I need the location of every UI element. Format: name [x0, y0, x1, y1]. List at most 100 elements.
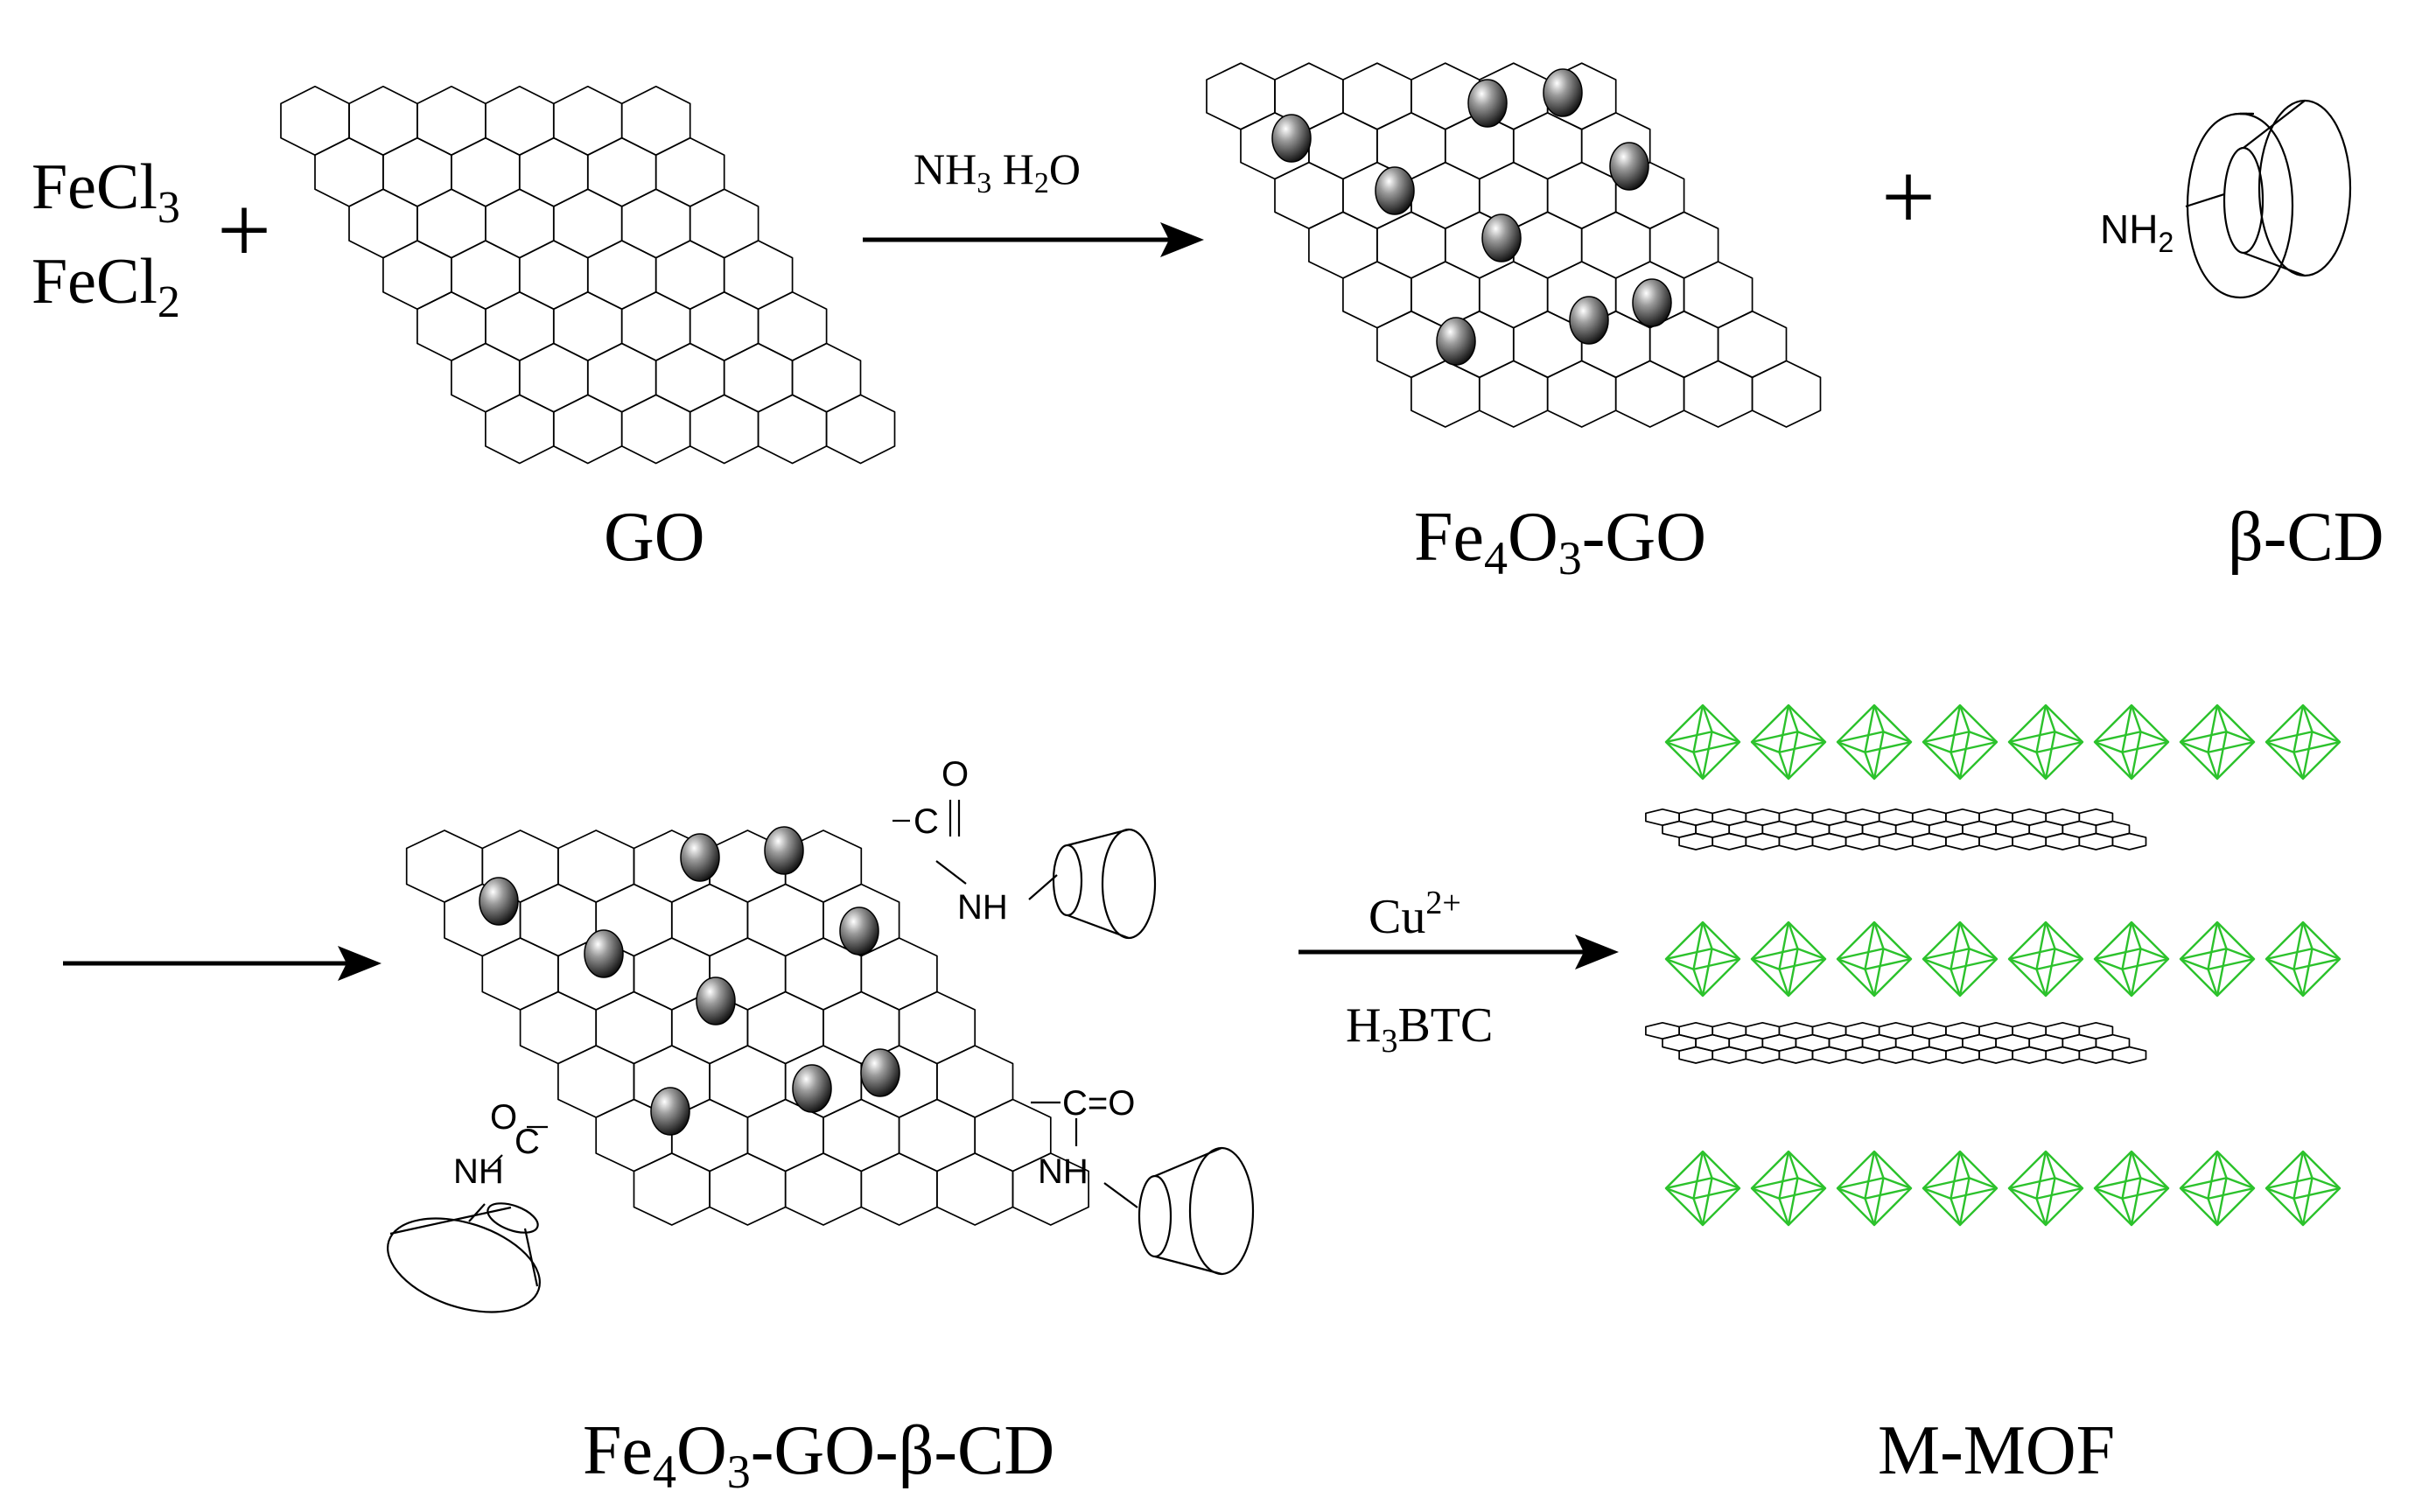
- fe-nanoparticle: [696, 976, 736, 1026]
- lattice-hexagon: [586, 136, 657, 207]
- amide-nh-3: NH: [1038, 1152, 1088, 1191]
- fe-nanoparticle: [584, 929, 624, 978]
- fe-nanoparticle: [1543, 68, 1583, 117]
- cu-btc-octahedron: [2007, 1150, 2084, 1227]
- lattice-hexagon: [1911, 1046, 1947, 1064]
- lattice-hexagon: [1745, 832, 1781, 850]
- fe-nanoparticle: [1436, 317, 1476, 366]
- cu-btc-octahedron: [1750, 704, 1827, 780]
- lattice-hexagon: [405, 830, 484, 903]
- lattice-hexagon: [552, 85, 623, 157]
- lattice-hexagon: [723, 342, 794, 413]
- lattice-hexagon: [451, 342, 521, 413]
- fecl2-label: FeCl2: [32, 246, 180, 327]
- lattice-hexagon: [1410, 261, 1480, 329]
- cd-group-bottom-right: [1031, 1101, 1255, 1276]
- lattice-hexagon: [1206, 62, 1276, 130]
- plus-sign-2: +: [1881, 144, 1936, 250]
- lattice-hexagon: [860, 1152, 938, 1226]
- lattice-hexagon: [1778, 832, 1814, 850]
- amide-nh-1: NH: [957, 888, 1008, 927]
- mof-octahedra-row-1: [1664, 704, 2342, 780]
- lattice-hexagon: [620, 85, 691, 157]
- lattice-hexagon: [1342, 62, 1412, 130]
- fe-go-label: Fe4O3-GO: [1414, 499, 1706, 584]
- lattice-hexagon: [936, 1152, 1014, 1226]
- cd-group-bottom-left: [387, 1125, 548, 1313]
- beta-cd-molecule: [2185, 99, 2352, 299]
- cu-btc-octahedron: [1664, 920, 1741, 998]
- lattice-hexagon: [485, 188, 555, 259]
- lattice-hexagon: [898, 990, 976, 1065]
- lattice-hexagon: [633, 1152, 710, 1226]
- cu-btc-octahedron: [2007, 920, 2084, 998]
- lattice-hexagon: [485, 290, 555, 361]
- lattice-hexagon: [557, 1045, 635, 1118]
- lattice-hexagon: [898, 1098, 976, 1172]
- lattice-hexagon: [519, 883, 598, 957]
- cu-btc-octahedron: [2179, 1150, 2256, 1227]
- lattice-hexagon: [595, 990, 673, 1065]
- cu-btc-octahedron: [1836, 1150, 1913, 1227]
- lattice-hexagon: [1478, 360, 1549, 428]
- lattice-hexagon: [620, 188, 691, 259]
- fe-go-bcd-label: Fe4O3-GO-β-CD: [583, 1412, 1054, 1498]
- arrow3-top-reagent: Cu2+: [1368, 885, 1461, 944]
- lattice-hexagon: [1512, 211, 1583, 279]
- lattice-hexagon: [1751, 360, 1822, 428]
- lattice-hexagon: [654, 240, 725, 311]
- lattice-hexagon: [709, 1152, 787, 1226]
- cu-btc-octahedron: [1664, 704, 1741, 780]
- mof-octahedra-row-2: [1664, 920, 2342, 998]
- lattice-hexagon: [1376, 211, 1446, 279]
- cu-btc-octahedron: [1836, 920, 1913, 998]
- lattice-hexagon: [552, 188, 623, 259]
- lattice-hexagon: [1778, 1046, 1814, 1064]
- lattice-hexagon: [620, 290, 691, 361]
- lattice-hexagon: [1342, 261, 1412, 329]
- fe-nanoparticle: [1481, 214, 1522, 262]
- lattice-hexagon: [2012, 1046, 2048, 1064]
- cu-btc-octahedron: [1664, 1150, 1741, 1227]
- lattice-hexagon: [518, 240, 589, 311]
- lattice-hexagon: [280, 85, 350, 157]
- lattice-hexagon: [1712, 832, 1747, 850]
- fe-nanoparticle: [1632, 278, 1672, 327]
- cu-btc-octahedron: [2264, 704, 2342, 780]
- m-mof-label: M-MOF: [1878, 1412, 2115, 1489]
- lattice-hexagon: [1546, 360, 1617, 428]
- mof-graphene-layer-1: [1645, 808, 2147, 850]
- lattice-hexagon: [1683, 261, 1754, 329]
- lattice-hexagon: [552, 394, 623, 465]
- lattice-hexagon: [1811, 1046, 1847, 1064]
- fe-go-bcd-sheet: [405, 830, 1089, 1226]
- lattice-hexagon: [1580, 211, 1651, 279]
- beta-cd-label: β-CD: [2228, 499, 2384, 576]
- carbonyl-eq: C=O: [1062, 1084, 1135, 1123]
- lattice-hexagon: [1945, 1046, 1980, 1064]
- lattice-hexagon: [1012, 1152, 1089, 1226]
- lattice-hexagon: [1844, 1046, 1880, 1064]
- lattice-hexagon: [1478, 261, 1549, 329]
- lattice-hexagon: [348, 85, 418, 157]
- fe-nanoparticle: [680, 833, 720, 882]
- lattice-hexagon: [1308, 211, 1378, 279]
- lattice-hexagon: [416, 188, 486, 259]
- amide-nh-2: NH: [453, 1152, 504, 1191]
- lattice-hexagon: [825, 394, 896, 465]
- carbon-1: C: [914, 802, 939, 841]
- cu-btc-octahedron: [2007, 704, 2084, 780]
- lattice-hexagon: [654, 136, 725, 207]
- lattice-hexagon: [1978, 832, 2013, 850]
- lattice-hexagon: [518, 136, 589, 207]
- fe-nanoparticles-top: [1271, 68, 1672, 366]
- cu-btc-octahedron: [2093, 920, 2170, 998]
- cu-btc-octahedron: [2093, 704, 2170, 780]
- lattice-hexagon: [1308, 112, 1378, 180]
- cu-btc-octahedron: [1922, 920, 1998, 998]
- mof-octahedra-row-3: [1664, 1150, 2342, 1227]
- lattice-hexagon: [1878, 832, 1914, 850]
- lattice-hexagon: [518, 342, 589, 413]
- lattice-hexagon: [1911, 832, 1947, 850]
- lattice-hexagon: [1678, 1046, 1714, 1064]
